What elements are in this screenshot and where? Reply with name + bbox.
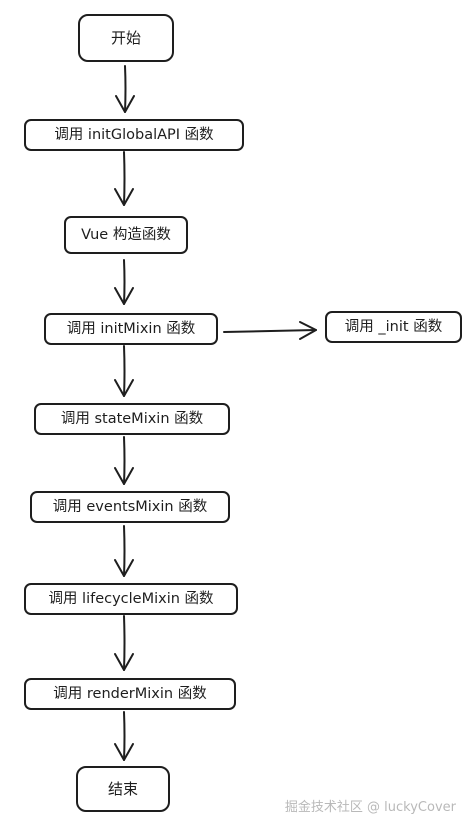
arrow-initmixin-to-statemixin xyxy=(114,345,134,397)
events-mixin-node[interactable]: 调用 eventsMixin 函数 xyxy=(30,491,230,523)
end-node[interactable]: 结束 xyxy=(76,766,170,812)
init-fn-node-label: 调用 _init 函数 xyxy=(344,318,443,335)
arrow-initglobalapi-to-vue xyxy=(114,151,134,206)
start-node[interactable]: 开始 xyxy=(78,14,174,62)
events-mixin-node-label: 调用 eventsMixin 函数 xyxy=(52,498,208,515)
start-node-label: 开始 xyxy=(110,28,141,47)
init-global-api-node-label: 调用 initGlobalAPI 函数 xyxy=(54,126,214,143)
render-mixin-node-label: 调用 renderMixin 函数 xyxy=(53,685,207,702)
lifecycle-mixin-node-label: 调用 lifecycleMixin 函数 xyxy=(48,590,214,607)
arrow-rendermixin-to-end xyxy=(114,711,134,761)
arrow-start-to-initglobalapi xyxy=(115,65,135,113)
render-mixin-node[interactable]: 调用 renderMixin 函数 xyxy=(24,678,236,710)
watermark: 掘金技术社区 @ luckyCover xyxy=(284,800,456,815)
init-fn-node[interactable]: 调用 _init 函数 xyxy=(325,311,462,343)
state-mixin-node-label: 调用 stateMixin 函数 xyxy=(60,410,204,427)
end-node-label: 结束 xyxy=(107,779,138,798)
arrow-eventsmixin-to-lifecyclemixin xyxy=(114,525,134,577)
lifecycle-mixin-node[interactable]: 调用 lifecycleMixin 函数 xyxy=(24,583,238,615)
init-global-api-node[interactable]: 调用 initGlobalAPI 函数 xyxy=(24,119,244,151)
init-mixin-node[interactable]: 调用 initMixin 函数 xyxy=(44,313,218,345)
vue-constructor-node-label: Vue 构造函数 xyxy=(81,226,171,243)
arrow-statemixin-to-eventsmixin xyxy=(114,436,134,485)
state-mixin-node[interactable]: 调用 stateMixin 函数 xyxy=(34,403,230,435)
init-mixin-node-label: 调用 initMixin 函数 xyxy=(66,320,196,337)
arrow-vue-to-initmixin xyxy=(114,259,134,305)
arrow-lifecyclemixin-to-rendermixin xyxy=(114,615,134,671)
arrow-initmixin-to-init xyxy=(223,321,317,340)
vue-constructor-node[interactable]: Vue 构造函数 xyxy=(64,216,188,254)
